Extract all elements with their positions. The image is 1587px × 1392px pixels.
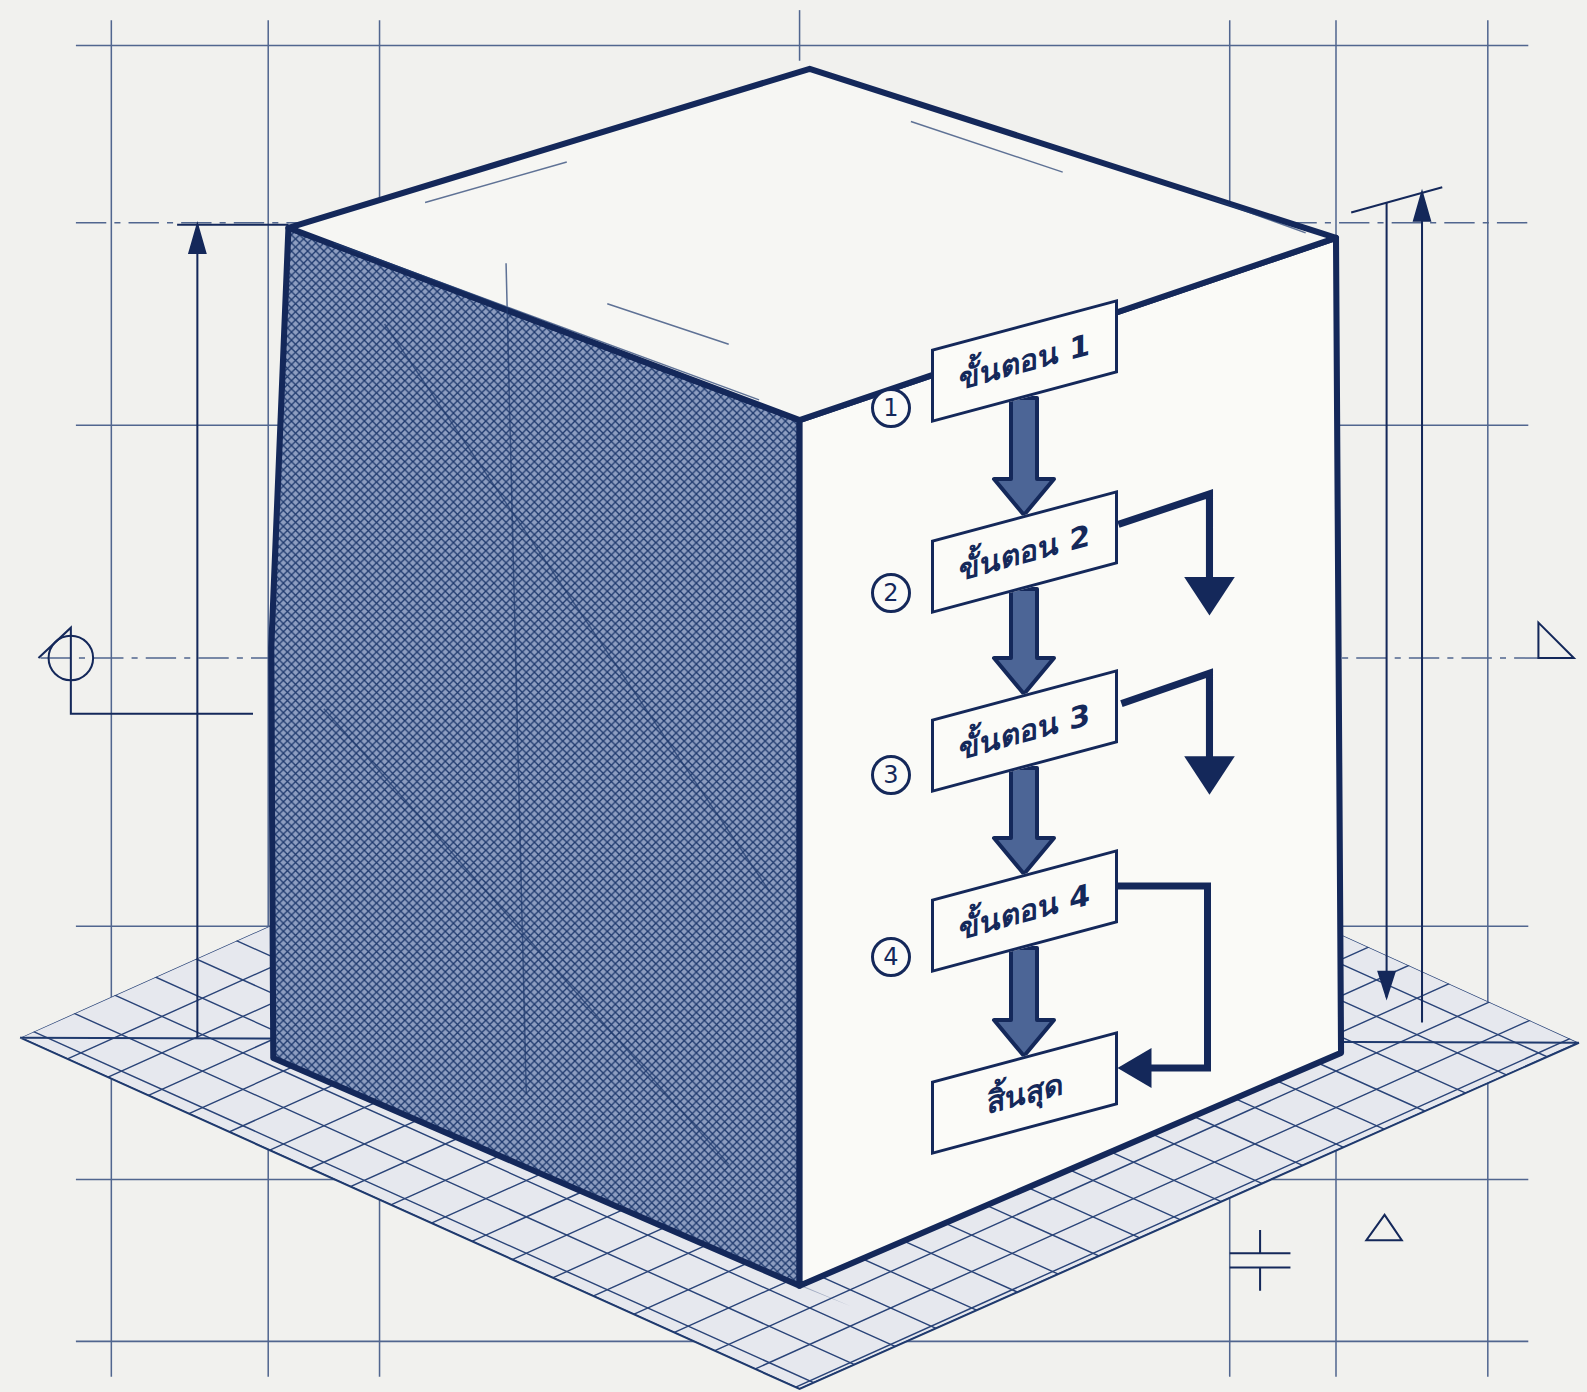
step-text: สิ้นสุด bbox=[986, 1059, 1062, 1126]
flow-arrow bbox=[994, 589, 1054, 694]
flow-arrow bbox=[1118, 886, 1208, 1088]
flow-arrow bbox=[994, 768, 1054, 874]
callout-number: 4 bbox=[871, 937, 911, 977]
callout-number: 3 bbox=[871, 755, 911, 795]
callout-number: 2 bbox=[871, 573, 911, 613]
flow-arrow bbox=[994, 398, 1054, 515]
flow-arrow bbox=[994, 948, 1054, 1056]
callout-number: 1 bbox=[871, 388, 911, 428]
